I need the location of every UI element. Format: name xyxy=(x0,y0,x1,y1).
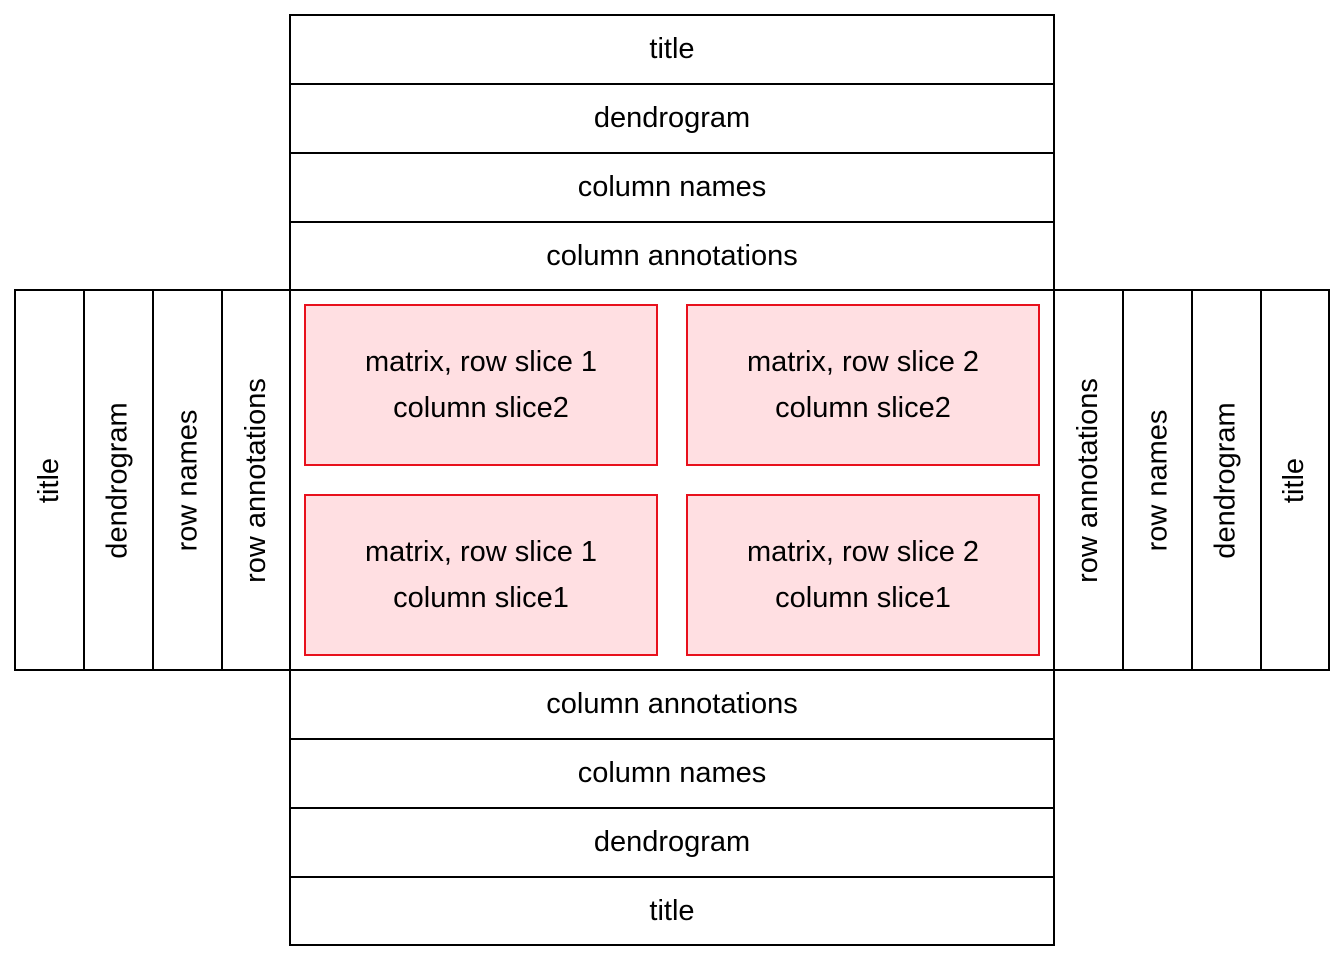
left-dendrogram-box: dendrogram xyxy=(83,289,154,671)
top-column-annotations-box: column annotations xyxy=(289,221,1055,291)
matrix-slice-top-right: matrix, row slice 2 column slice2 xyxy=(686,304,1040,466)
matrix-slice-line2: column slice1 xyxy=(775,582,951,614)
right-row-annotations-label: row annotations xyxy=(1072,377,1104,583)
right-dendrogram-label: dendrogram xyxy=(1210,401,1242,559)
top-column-annotations-label: column annotations xyxy=(546,239,798,272)
matrix-slice-line2: column slice2 xyxy=(775,392,951,424)
right-dendrogram-box: dendrogram xyxy=(1191,289,1262,671)
matrix-slice-line1: matrix, row slice 1 xyxy=(364,536,598,568)
matrix-slice-bottom-right: matrix, row slice 2 column slice1 xyxy=(686,494,1040,656)
bottom-dendrogram-label: dendrogram xyxy=(593,826,751,858)
bottom-title-label: title xyxy=(649,894,695,927)
left-title-label: title xyxy=(32,457,65,503)
top-column-names-label: column names xyxy=(577,171,767,203)
bottom-column-annotations-label: column annotations xyxy=(546,688,798,720)
top-title-box: title xyxy=(289,14,1055,85)
left-row-names-box: row names xyxy=(152,289,223,671)
bottom-column-names-box: column names xyxy=(289,738,1055,809)
left-row-names-label: row names xyxy=(171,409,204,551)
right-title-box: title xyxy=(1260,289,1330,671)
right-row-names-box: row names xyxy=(1122,289,1193,671)
matrix-slice-line1: matrix, row slice 2 xyxy=(746,536,980,568)
bottom-column-annotations-box: column annotations xyxy=(289,669,1055,740)
left-dendrogram-label: dendrogram xyxy=(102,401,134,559)
matrix-slice-bottom-left: matrix, row slice 1 column slice1 xyxy=(304,494,658,656)
top-column-names-box: column names xyxy=(289,152,1055,223)
top-dendrogram-box: dendrogram xyxy=(289,83,1055,154)
matrix-area: matrix, row slice 1 column slice2 matrix… xyxy=(289,289,1055,671)
bottom-column-names-label: column names xyxy=(577,757,767,789)
right-row-names-label: row names xyxy=(1141,409,1174,551)
bottom-title-box: title xyxy=(289,876,1055,946)
matrix-slice-line2: column slice1 xyxy=(393,582,569,614)
matrix-slice-line1: matrix, row slice 1 xyxy=(364,346,598,378)
matrix-slice-line2: column slice2 xyxy=(393,392,569,424)
bottom-dendrogram-box: dendrogram xyxy=(289,807,1055,878)
matrix-slice-line1: matrix, row slice 2 xyxy=(746,346,980,378)
matrix-slice-top-left: matrix, row slice 1 column slice2 xyxy=(304,304,658,466)
left-row-annotations-label: row annotations xyxy=(239,377,272,583)
left-title-box: title xyxy=(14,289,85,671)
right-row-annotations-box: row annotations xyxy=(1053,289,1124,671)
top-title-label: title xyxy=(649,33,695,65)
top-dendrogram-label: dendrogram xyxy=(593,102,751,134)
left-row-annotations-box: row annotations xyxy=(221,289,291,671)
right-title-label: title xyxy=(1278,457,1311,503)
